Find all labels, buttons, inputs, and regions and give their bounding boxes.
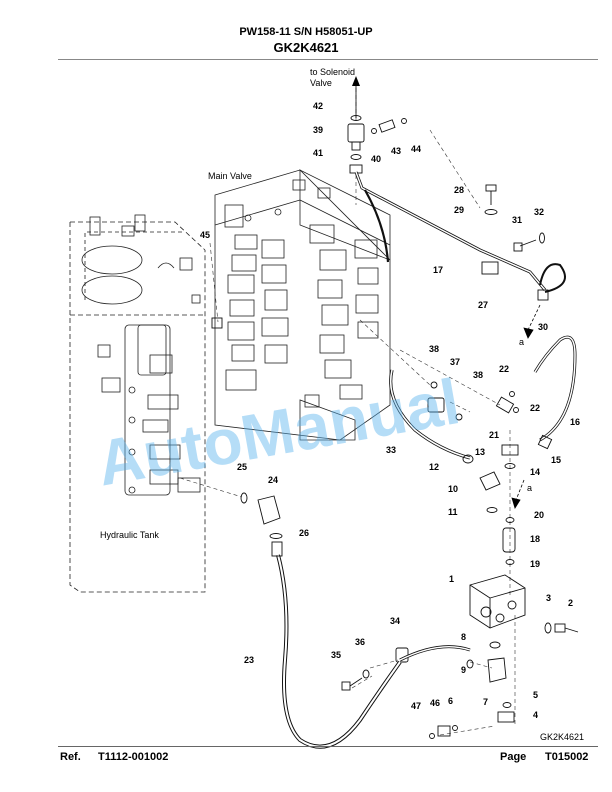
callout-43: 43 [391, 146, 401, 156]
callout-6: 6 [448, 696, 453, 706]
label-main-valve: Main Valve [208, 171, 252, 181]
callout-41: 41 [313, 148, 323, 158]
svg-text:AutoManual: AutoManual [92, 365, 465, 499]
page-title-model: PW158-11 S/N H58051-UP [239, 26, 373, 38]
callout-20: 20 [534, 510, 544, 520]
callout-12: 12 [429, 462, 439, 472]
label-connector-a-top: a [519, 337, 524, 347]
main-valve [214, 169, 391, 441]
callout-24: 24 [268, 475, 278, 485]
callout-37: 37 [450, 357, 460, 367]
solenoid-arrow [352, 76, 360, 118]
callout-36: 36 [355, 637, 365, 647]
callout-38a: 38 [429, 344, 439, 354]
callout-14: 14 [530, 467, 540, 477]
callout-23: 23 [244, 655, 254, 665]
callout-39: 39 [313, 125, 323, 135]
callout-26: 26 [299, 528, 309, 538]
callout-22a: 22 [499, 364, 509, 374]
callout-40: 40 [371, 154, 381, 164]
label-connector-a-bottom: a [527, 483, 532, 493]
header-divider [58, 59, 598, 60]
footer-divider [58, 746, 598, 747]
callout-35: 35 [331, 650, 341, 660]
callout-7: 7 [483, 697, 488, 707]
callout-18: 18 [530, 534, 540, 544]
callout-47: 47 [411, 701, 421, 711]
callout-15: 15 [551, 455, 561, 465]
callouts: 1 2 3 4 5 6 7 8 9 10 11 12 13 14 15 16 1… [200, 101, 580, 720]
footer-ref-value: T1112-001002 [98, 751, 169, 763]
footer-page-label: Page [500, 751, 527, 763]
watermark: AutoManual [92, 365, 465, 499]
callout-3: 3 [546, 593, 551, 603]
callout-21: 21 [489, 430, 499, 440]
hydraulic-tank [69, 214, 206, 593]
callout-2: 2 [568, 598, 573, 608]
parts [211, 115, 579, 749]
callout-25: 25 [237, 462, 247, 472]
callout-16: 16 [570, 417, 580, 427]
callout-46: 46 [430, 698, 440, 708]
callout-1: 1 [449, 574, 454, 584]
page-title-figure: GK2K4621 [273, 40, 339, 55]
callout-9: 9 [461, 665, 466, 675]
callout-17: 17 [433, 265, 443, 275]
label-solenoid-line1: to Solenoid [310, 67, 355, 77]
callout-34: 34 [390, 616, 400, 626]
callout-32: 32 [534, 207, 544, 217]
callout-5: 5 [533, 690, 538, 700]
callout-28: 28 [454, 185, 464, 195]
callout-27: 27 [478, 300, 488, 310]
footer-ref-label: Ref. [60, 751, 81, 763]
callout-38b: 38 [473, 370, 483, 380]
leader-lines [179, 80, 516, 736]
callout-8: 8 [461, 632, 466, 642]
callout-4: 4 [533, 710, 538, 720]
callout-30: 30 [538, 322, 548, 332]
callout-44: 44 [411, 144, 421, 154]
callout-42: 42 [313, 101, 323, 111]
callout-10: 10 [448, 484, 458, 494]
label-figure-code: GK2K4621 [540, 732, 584, 742]
callout-19: 19 [530, 559, 540, 569]
footer-page-value: T015002 [545, 751, 589, 763]
label-solenoid-line2: Valve [310, 78, 332, 88]
callout-33: 33 [386, 445, 396, 455]
callout-11: 11 [448, 507, 458, 517]
callout-22b: 22 [530, 403, 540, 413]
label-hydraulic-tank: Hydraulic Tank [100, 530, 159, 540]
callout-31: 31 [512, 215, 522, 225]
diagram-labels: to Solenoid Valve Main Valve Hydraulic T… [100, 67, 584, 742]
callout-45: 45 [200, 230, 210, 240]
callout-13: 13 [475, 447, 485, 457]
connector-arrows [511, 304, 541, 509]
callout-29: 29 [454, 205, 464, 215]
